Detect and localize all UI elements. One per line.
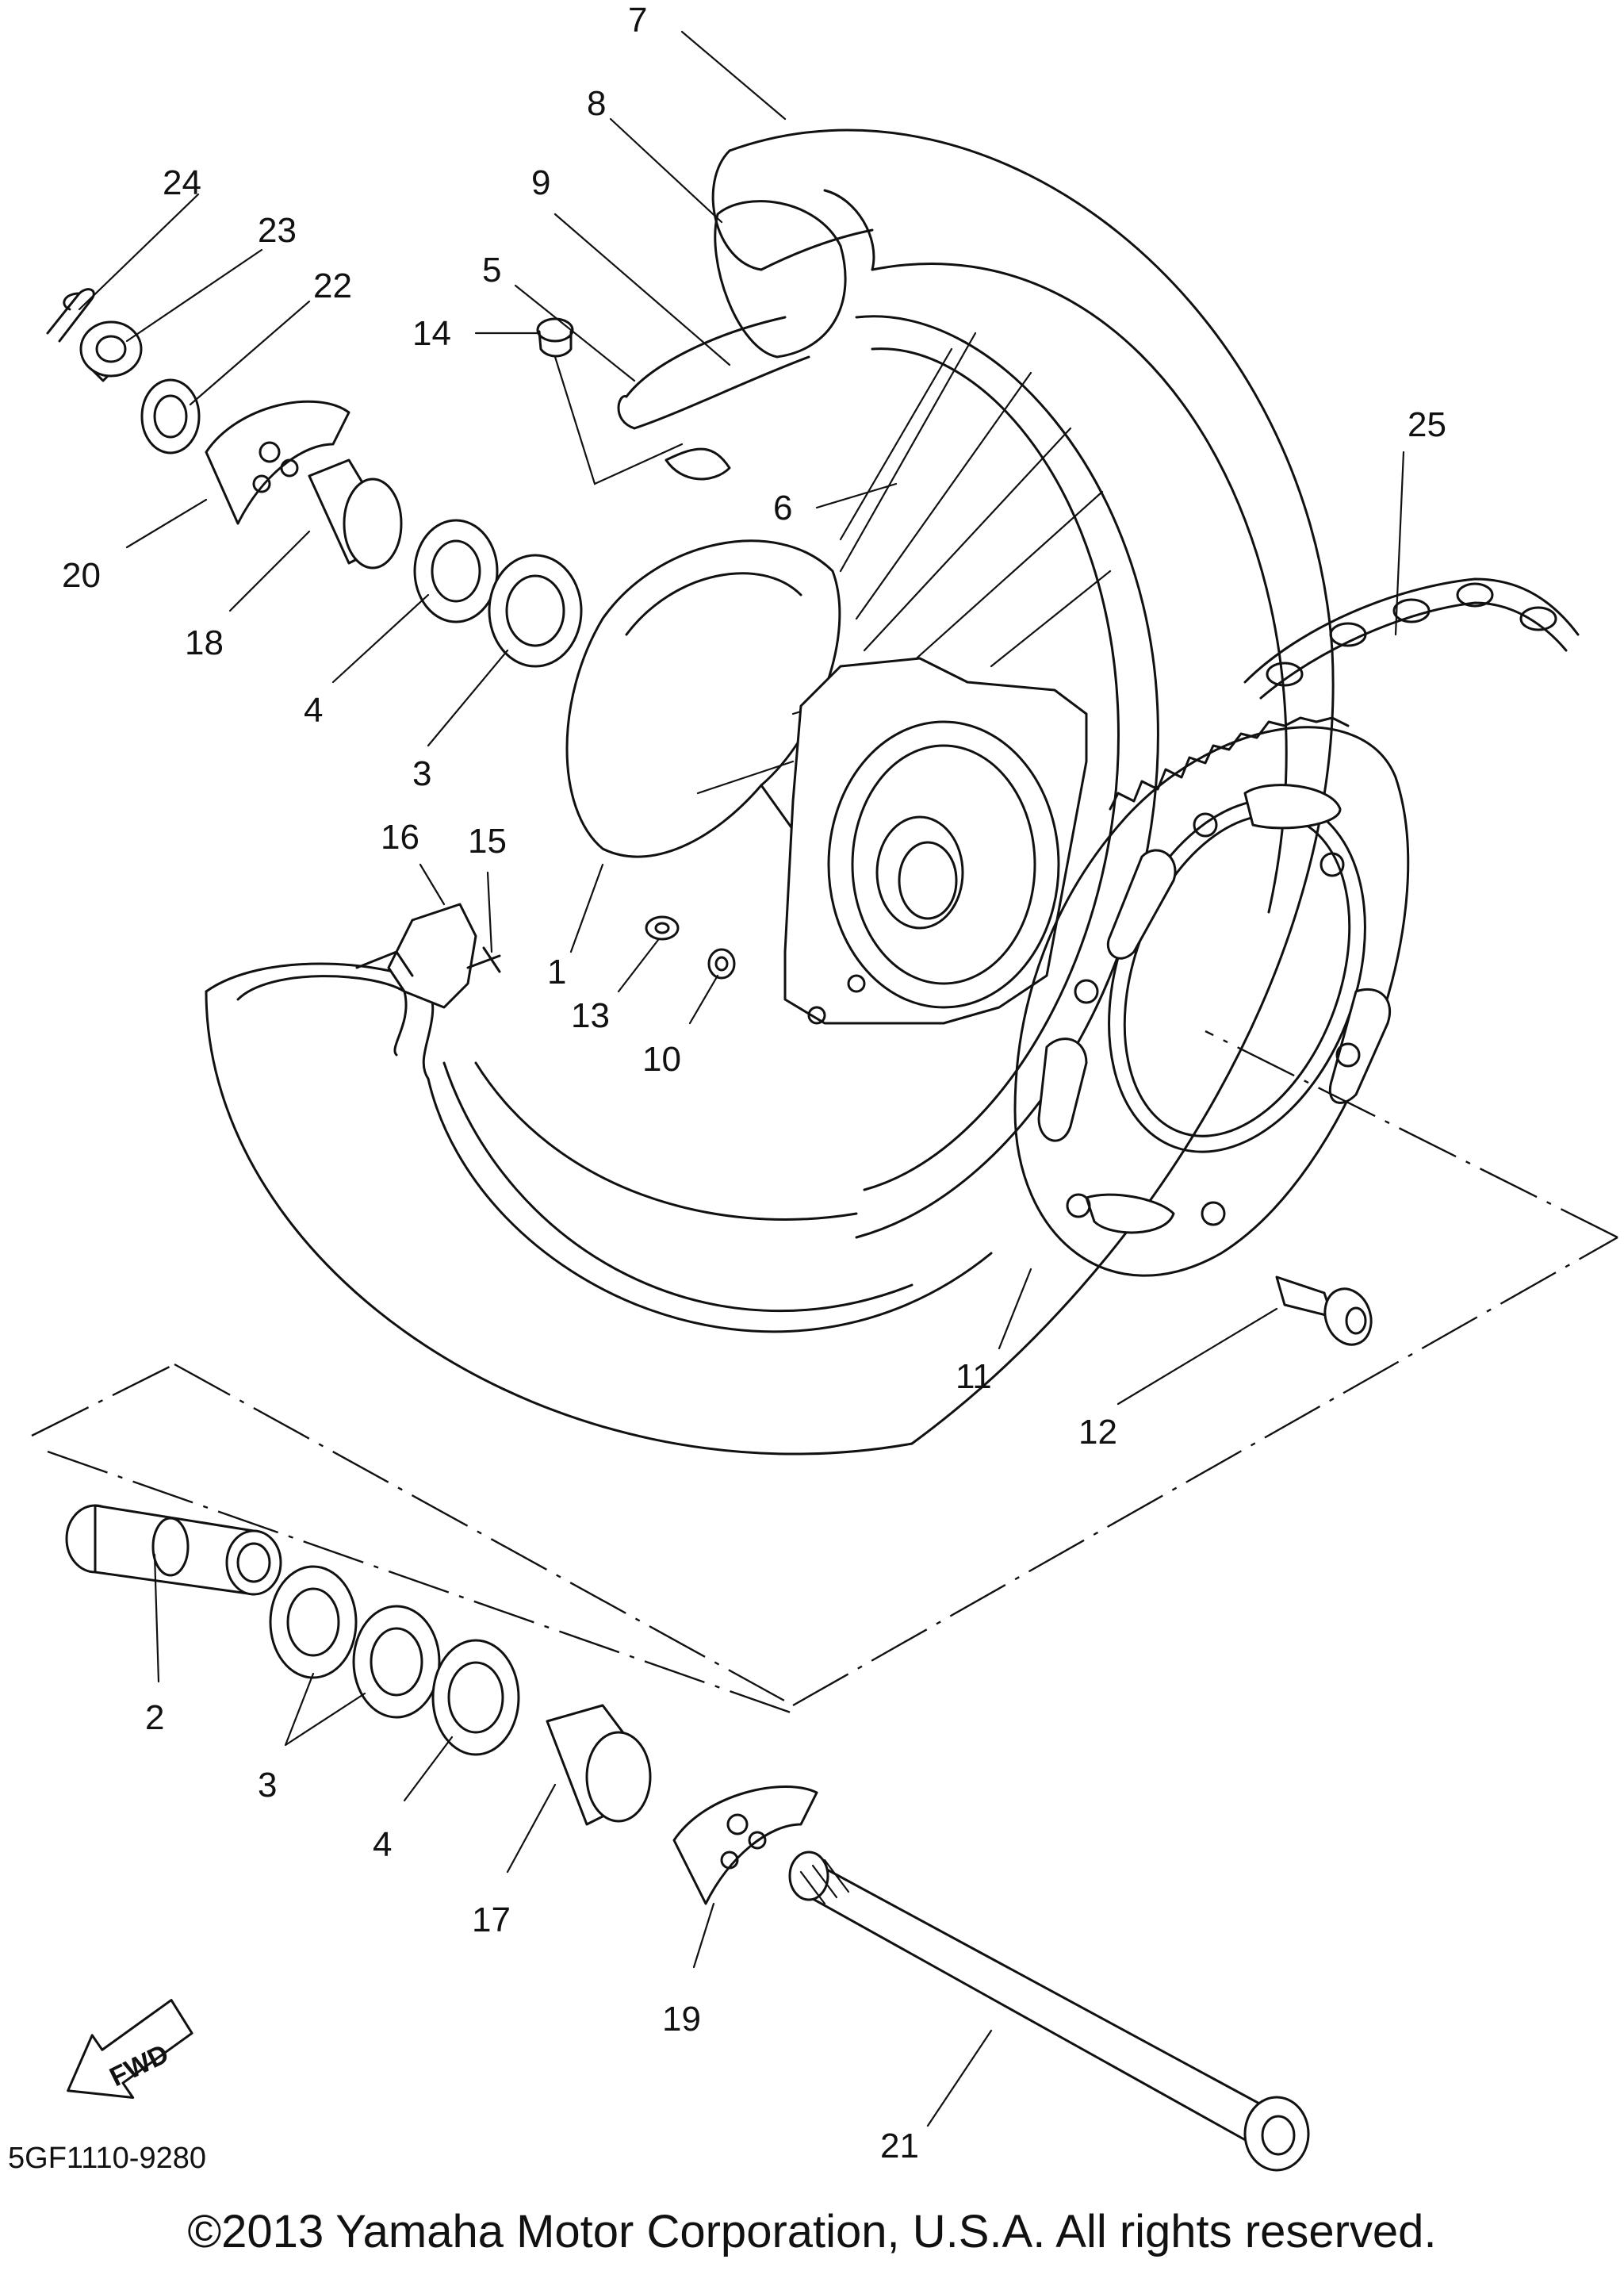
assembly-boundary bbox=[31, 1030, 1618, 1707]
document-code: 5GF1110-9280 bbox=[8, 2142, 206, 2175]
callout-22: 22 bbox=[313, 267, 352, 305]
hub bbox=[565, 539, 1088, 1025]
leader-lines bbox=[78, 30, 1405, 2127]
callout-21: 21 bbox=[880, 2127, 919, 2165]
drive-chain bbox=[1243, 577, 1580, 700]
callout-13: 13 bbox=[571, 996, 610, 1035]
callout-6: 6 bbox=[773, 489, 792, 527]
callout-4-lower: 4 bbox=[373, 1825, 392, 1864]
rim bbox=[474, 315, 1159, 1239]
callout-2: 2 bbox=[145, 1698, 164, 1737]
rim-lock bbox=[355, 903, 501, 1009]
axle bbox=[788, 1851, 1310, 2172]
callout-23: 23 bbox=[258, 211, 297, 250]
sprocket bbox=[1013, 716, 1410, 1277]
callout-15: 15 bbox=[468, 822, 507, 861]
callout-19: 19 bbox=[662, 2000, 701, 2039]
callout-25: 25 bbox=[1408, 405, 1446, 444]
callout-9: 9 bbox=[531, 163, 550, 202]
callout-5: 5 bbox=[482, 251, 501, 290]
callout-11: 11 bbox=[956, 1357, 992, 1396]
callout-1: 1 bbox=[547, 953, 566, 991]
callout-3-upper: 3 bbox=[412, 754, 431, 793]
callout-24: 24 bbox=[163, 163, 201, 202]
rim-band bbox=[714, 200, 847, 359]
nut-and-washer bbox=[645, 915, 736, 980]
valve-cap bbox=[536, 317, 574, 358]
fwd-arrow-icon: FWD bbox=[67, 1999, 193, 2099]
tire bbox=[205, 128, 1335, 1456]
callout-8: 8 bbox=[587, 84, 606, 123]
callout-4-upper: 4 bbox=[304, 691, 323, 730]
callout-16: 16 bbox=[381, 818, 419, 857]
callout-17: 17 bbox=[472, 1901, 511, 1939]
callout-20: 20 bbox=[62, 556, 101, 595]
callout-14: 14 bbox=[412, 314, 451, 353]
callouts: 7 8 9 5 14 6 25 24 23 22 20 18 4 3 16 15… bbox=[62, 1, 1446, 2165]
lower-spacer-stack bbox=[65, 1504, 818, 1905]
sprocket-bolt bbox=[1275, 1275, 1373, 1346]
callout-3-lower: 3 bbox=[258, 1766, 277, 1805]
callout-18: 18 bbox=[185, 623, 224, 662]
inner-tube bbox=[617, 316, 810, 481]
upper-spacer-stack bbox=[79, 320, 583, 668]
callout-7: 7 bbox=[628, 1, 647, 40]
copyright-notice: ©2013 Yamaha Motor Corporation, U.S.A. A… bbox=[187, 2206, 1437, 2257]
cotter-pin bbox=[46, 288, 95, 343]
callout-10: 10 bbox=[642, 1040, 681, 1079]
callout-12: 12 bbox=[1078, 1413, 1117, 1452]
